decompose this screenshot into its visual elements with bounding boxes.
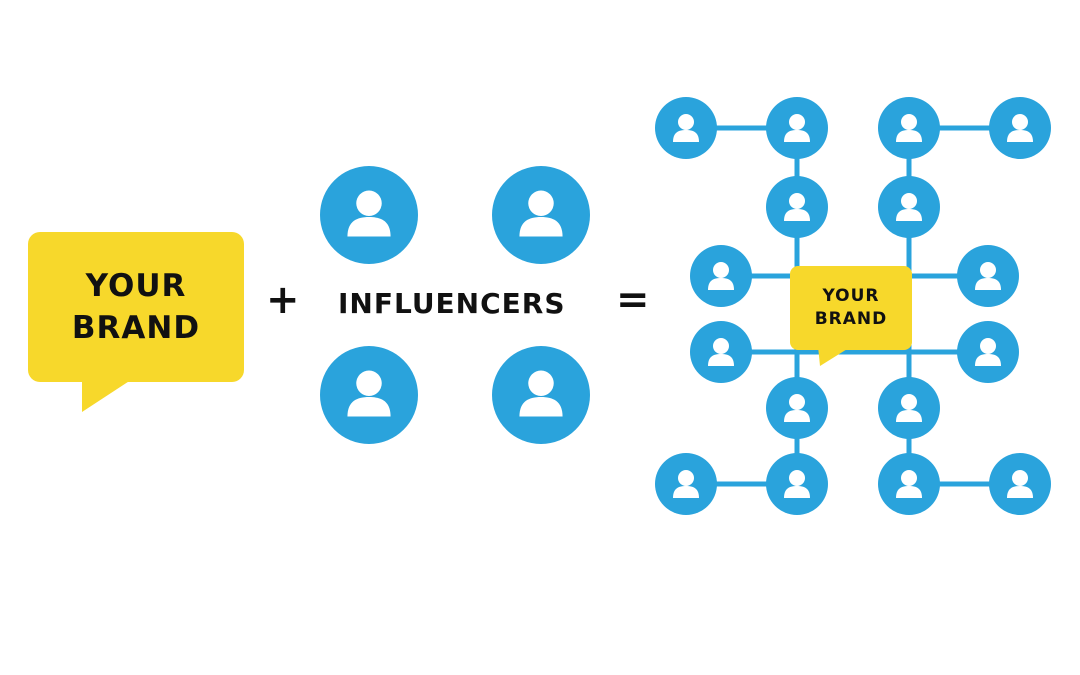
speech-bubble-tail bbox=[82, 378, 134, 412]
network-brand-line-1: YOUR bbox=[822, 286, 880, 306]
user-icon bbox=[690, 321, 752, 383]
influencers-label: INFLUENCERS bbox=[338, 287, 566, 320]
network-brand-bubble: YOUR BRAND bbox=[790, 266, 912, 350]
plus-symbol: + bbox=[266, 277, 300, 323]
brand-speech-bubble: YOUR BRAND bbox=[28, 232, 244, 382]
user-icon bbox=[878, 453, 940, 515]
network-bubble-tail bbox=[818, 346, 852, 366]
brand-line-1: YOUR bbox=[85, 268, 187, 304]
user-icon bbox=[989, 453, 1051, 515]
user-icon bbox=[690, 245, 752, 307]
equals-symbol: = bbox=[616, 277, 650, 323]
user-icon bbox=[766, 377, 828, 439]
user-icon bbox=[766, 453, 828, 515]
user-icon bbox=[957, 321, 1019, 383]
user-icon bbox=[492, 346, 590, 444]
user-icon bbox=[878, 97, 940, 159]
user-icon bbox=[878, 377, 940, 439]
user-icon bbox=[320, 166, 418, 264]
user-icon bbox=[766, 97, 828, 159]
user-icon bbox=[878, 176, 940, 238]
brand-line-2: BRAND bbox=[71, 310, 201, 346]
network-nodes bbox=[655, 97, 1051, 515]
network-brand-line-2: BRAND bbox=[814, 309, 888, 329]
user-icon bbox=[766, 176, 828, 238]
user-icon bbox=[655, 97, 717, 159]
user-icon bbox=[989, 97, 1051, 159]
user-icon bbox=[655, 453, 717, 515]
user-icon bbox=[957, 245, 1019, 307]
user-icon bbox=[320, 346, 418, 444]
user-icon bbox=[492, 166, 590, 264]
